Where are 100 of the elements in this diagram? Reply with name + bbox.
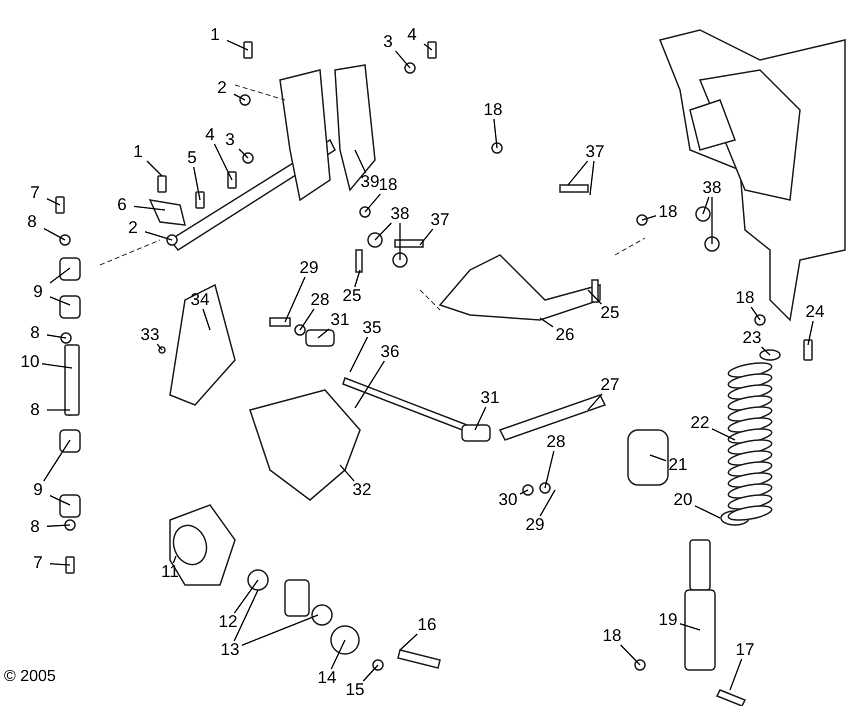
callout-number: 28 xyxy=(544,433,568,451)
callout-number: 31 xyxy=(478,389,502,407)
callout-number: 12 xyxy=(216,613,240,631)
leader-line xyxy=(46,524,70,527)
callout-number: 6 xyxy=(110,196,134,214)
leader-line xyxy=(156,344,162,350)
leader-line xyxy=(354,360,385,408)
leader-line xyxy=(702,196,710,214)
leader-line xyxy=(50,296,70,306)
callout-number: 22 xyxy=(688,414,712,432)
callout-number: 38 xyxy=(388,205,412,223)
callout-number: 8 xyxy=(23,324,47,342)
copyright-note: © 2005 xyxy=(4,668,56,686)
callout-number: 11 xyxy=(158,563,182,581)
leader-line xyxy=(680,623,700,631)
callout-number: 38 xyxy=(700,179,724,197)
callout-number: 34 xyxy=(188,291,212,309)
leader-line xyxy=(540,490,556,516)
leader-line xyxy=(47,409,70,411)
leader-line xyxy=(474,406,486,430)
leader-line xyxy=(642,215,656,221)
callout-number: 21 xyxy=(666,456,690,474)
leader-line xyxy=(46,334,66,339)
callout-number: 32 xyxy=(350,481,374,499)
leader-line xyxy=(589,160,595,196)
callout-number: 25 xyxy=(598,304,622,322)
leader-line xyxy=(330,640,346,670)
callout-number: 31 xyxy=(328,311,352,329)
leader-line xyxy=(354,270,361,288)
leader-line xyxy=(750,306,761,320)
leader-line xyxy=(395,50,410,68)
callout-number: 2 xyxy=(121,219,145,237)
leader-line xyxy=(42,363,72,369)
callout-number: 29 xyxy=(297,259,321,277)
leader-line xyxy=(540,317,554,328)
callout-number: 5 xyxy=(180,149,204,167)
leader-line xyxy=(354,150,366,174)
callout-number: 8 xyxy=(23,401,47,419)
leader-line xyxy=(374,222,392,240)
callout-number: 37 xyxy=(428,211,452,229)
leader-line xyxy=(493,118,498,148)
callout-number: 18 xyxy=(481,101,505,119)
leader-line xyxy=(399,223,401,260)
callout-number: 18 xyxy=(733,289,757,307)
callout-number: 18 xyxy=(656,203,680,221)
callout-number: 7 xyxy=(23,184,47,202)
callout-number: 29 xyxy=(523,516,547,534)
leader-line xyxy=(202,308,211,330)
leader-line xyxy=(299,308,315,330)
callout-number: 20 xyxy=(671,491,695,509)
callout-number: 8 xyxy=(23,518,47,536)
callout-number: 17 xyxy=(733,641,757,659)
leader-line xyxy=(284,276,306,322)
callout-number: 9 xyxy=(26,283,50,301)
leader-line xyxy=(193,166,201,200)
leader-line xyxy=(807,320,814,346)
callout-number: 2 xyxy=(210,79,234,97)
leader-line xyxy=(364,194,381,212)
callout-number: 25 xyxy=(340,287,364,305)
callout-number: 24 xyxy=(803,303,827,321)
callout-number: 4 xyxy=(400,26,424,44)
callout-number: 35 xyxy=(360,319,384,337)
callout-number: 30 xyxy=(496,491,520,509)
leader-line xyxy=(544,450,554,488)
leader-line xyxy=(226,40,248,51)
callout-number: 3 xyxy=(376,33,400,51)
callout-number: 1 xyxy=(126,143,150,161)
leader-line xyxy=(340,464,355,482)
leader-line xyxy=(588,394,603,410)
leader-line xyxy=(234,590,259,642)
leader-line xyxy=(144,231,172,241)
leader-line xyxy=(362,664,378,682)
callout-number: 28 xyxy=(308,291,332,309)
leader-line xyxy=(134,206,166,211)
leader-line xyxy=(424,43,432,51)
leader-line xyxy=(146,160,162,176)
leader-line xyxy=(420,228,434,246)
callout-number: 27 xyxy=(598,376,622,394)
leader-line xyxy=(50,495,70,506)
callout-number: 37 xyxy=(583,143,607,161)
leader-line xyxy=(694,505,720,519)
leader-line xyxy=(50,267,70,284)
callout-number: 15 xyxy=(343,681,367,699)
callout-number: 7 xyxy=(26,554,50,572)
callout-number: 8 xyxy=(20,213,44,231)
leader-line xyxy=(214,144,233,180)
callout-number: 13 xyxy=(218,641,242,659)
callout-number: 9 xyxy=(26,481,50,499)
callout-number: 19 xyxy=(656,611,680,629)
leader-line xyxy=(520,489,528,495)
leader-line xyxy=(50,563,70,566)
leader-line xyxy=(242,614,318,646)
callout-number: 26 xyxy=(553,326,577,344)
leader-line xyxy=(711,197,713,244)
callout-number: 23 xyxy=(740,329,764,347)
leader-line xyxy=(43,440,71,482)
callout-number: 10 xyxy=(18,353,42,371)
callout-number: 16 xyxy=(415,616,439,634)
leader-line xyxy=(238,148,248,158)
leader-line xyxy=(588,290,602,304)
